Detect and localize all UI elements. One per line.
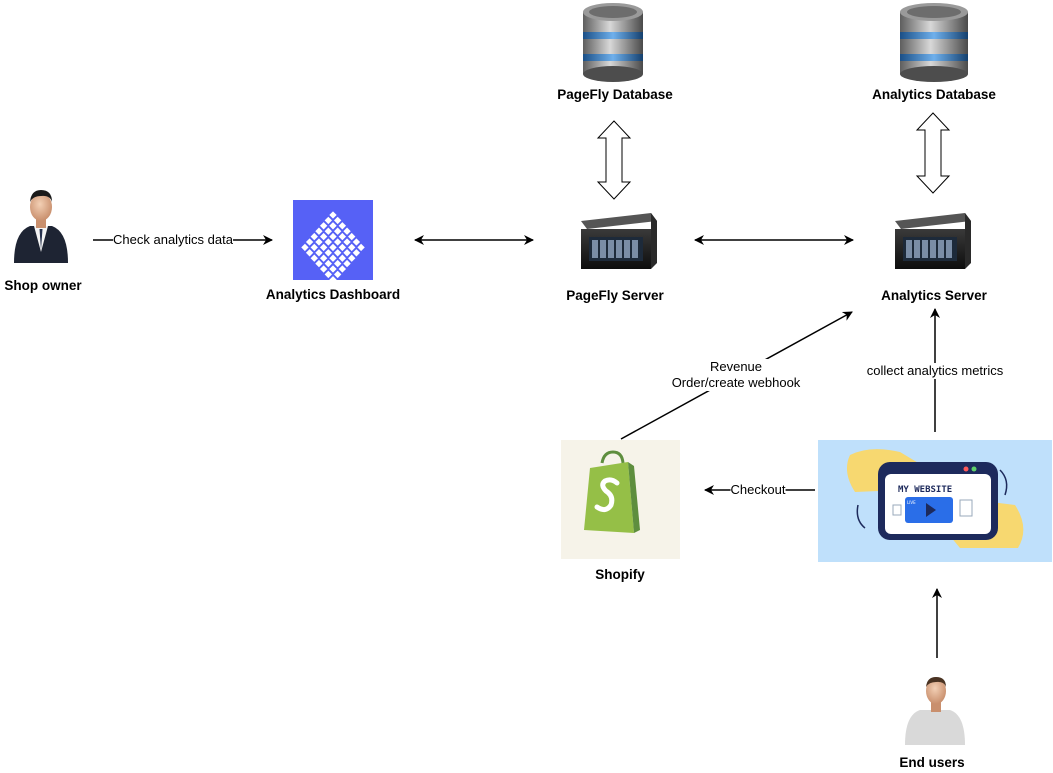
database-icon xyxy=(900,3,968,82)
website-title: MY WEBSITE xyxy=(898,485,952,495)
dashboard-logo-dot xyxy=(348,254,356,262)
dashboard-logo-dot xyxy=(305,238,314,246)
dashboard-logo-dot xyxy=(338,265,347,273)
dashboard-logo-dot xyxy=(319,265,328,273)
pagefly-server-label: PageFly Server xyxy=(566,288,664,303)
dashboard-logo-dot xyxy=(310,254,318,262)
dashboard-logo-dot xyxy=(338,254,347,262)
dashboard-logo-dot xyxy=(319,254,328,262)
dashboard-logo-dot xyxy=(352,249,361,257)
dashboard-logo-icon xyxy=(293,200,373,284)
user-icon xyxy=(905,677,965,745)
revenue-label: Revenue Order/create webhook xyxy=(671,359,801,391)
dashboard-logo-dot xyxy=(329,265,337,273)
dashboard-logo-dot xyxy=(352,238,361,246)
dashboard-logo-dot xyxy=(329,211,337,219)
dashboard-logo-dot xyxy=(334,249,342,257)
website-illustration-icon: MY WEBSITE LIVE xyxy=(818,440,1052,562)
dashboard-logo-dot xyxy=(343,259,351,268)
dashboard-logo-dot xyxy=(329,232,337,241)
dashboard-logo-dot xyxy=(324,249,332,257)
double-arrow-analytics-db xyxy=(915,112,951,194)
dashboard-logo-dot xyxy=(315,238,323,246)
dashboard-logo-dot xyxy=(334,270,342,279)
dashboard-logo-dot xyxy=(315,249,323,257)
server-icon xyxy=(895,213,971,269)
revenue-label-line2: Order/create webhook xyxy=(671,375,801,391)
analytics-dashboard-label: Analytics Dashboard xyxy=(265,287,401,302)
collect-metrics-label: collect analytics metrics xyxy=(866,363,1004,379)
dashboard-logo-dot xyxy=(319,222,328,230)
dashboard-logo-dot xyxy=(329,222,337,230)
database-icon xyxy=(583,3,643,82)
dashboard-logo-dot xyxy=(329,254,337,262)
server-icon xyxy=(581,213,657,269)
dashboard-logo-dot xyxy=(315,259,323,268)
dashboard-logo-dot xyxy=(324,259,332,268)
analytics-database-label: Analytics Database xyxy=(872,87,996,102)
dashboard-logo-dot xyxy=(324,270,332,279)
dashboard-logo-dot xyxy=(348,232,356,241)
dashboard-logo-dot xyxy=(319,232,328,241)
dashboard-logo-dot xyxy=(329,276,337,284)
analytics-server-label: Analytics Server xyxy=(881,288,987,303)
businessman-icon xyxy=(14,190,68,263)
dashboard-logo-dot xyxy=(343,238,351,246)
checkout-label: Checkout xyxy=(730,482,786,498)
check-analytics-label: Check analytics data xyxy=(113,232,233,248)
pagefly-database-label: PageFly Database xyxy=(557,87,673,102)
shop-owner-label: Shop owner xyxy=(4,278,82,293)
dashboard-logo-dot xyxy=(324,238,332,246)
dashboard-logo-dot xyxy=(310,232,318,241)
shopify-label: Shopify xyxy=(595,567,645,582)
double-arrow-pagefly-db xyxy=(596,120,632,200)
shopify-bag-icon xyxy=(561,440,680,559)
dashboard-logo-dot xyxy=(334,259,342,268)
live-badge: LIVE xyxy=(907,500,916,505)
dashboard-logo-dot xyxy=(305,249,314,257)
end-users-label: End users xyxy=(899,755,965,770)
dashboard-logo-dot xyxy=(343,249,351,257)
dashboard-logo-dot xyxy=(334,238,342,246)
revenue-label-line1: Revenue xyxy=(671,359,801,375)
